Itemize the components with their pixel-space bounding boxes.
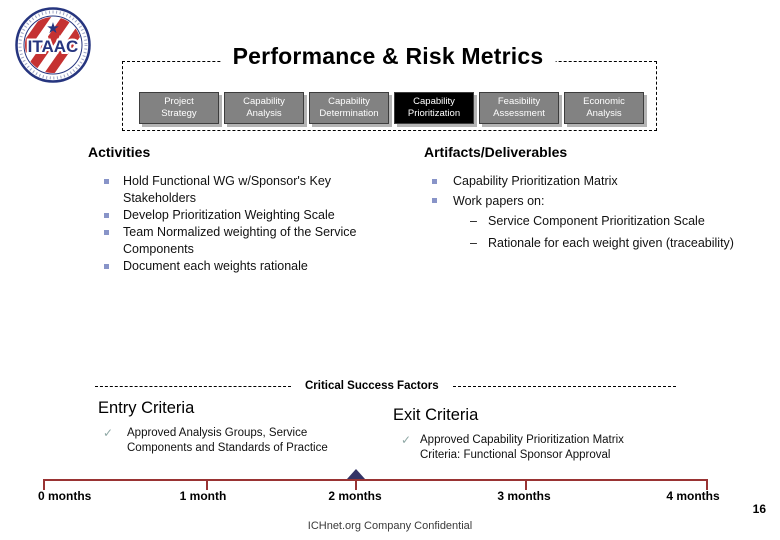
dash-bullet-icon: – xyxy=(470,235,477,250)
sub-list-item: –Rationale for each weight given (tracea… xyxy=(424,235,776,252)
exit-criteria-item: ✓ Approved Capability Prioritization Mat… xyxy=(393,433,665,463)
checkmark-icon: ✓ xyxy=(103,426,114,440)
logo-text: ITAAC xyxy=(28,37,79,56)
activities-list: Hold Functional WG w/Sponsor's Key Stake… xyxy=(88,173,393,275)
tab-label-line2: Analysis xyxy=(246,108,282,119)
page-number: 16 xyxy=(752,502,766,516)
entry-criteria-item: ✓ Approved Analysis Groups, Service Comp… xyxy=(98,426,332,456)
exit-criteria-heading: Exit Criteria xyxy=(393,406,479,424)
process-tab-feasibility-assessment: Feasibility Assessment xyxy=(479,92,559,124)
critical-success-factors-divider: Critical Success Factors xyxy=(95,380,676,392)
timeline-label: 0 months xyxy=(38,489,92,503)
critical-success-factors-label: Critical Success Factors xyxy=(305,380,439,392)
artifacts-heading: Artifacts/Deliverables xyxy=(424,144,568,160)
square-bullet-icon xyxy=(432,198,437,203)
artifacts-list: Capability Prioritization Matrix Work pa… xyxy=(424,173,776,209)
square-bullet-icon xyxy=(104,229,109,235)
activities-heading: Activities xyxy=(88,144,151,160)
artifacts-section: Artifacts/Deliverables Capability Priori… xyxy=(424,144,776,256)
square-bullet-icon xyxy=(104,263,109,269)
process-tab-capability-determination: Capability Determination xyxy=(309,92,389,124)
exit-criteria-text: Approved Capability Prioritization Matri… xyxy=(420,434,624,461)
timeline-label: 2 months xyxy=(328,489,382,503)
tab-label-line2: Strategy xyxy=(161,108,197,119)
flag-stripes xyxy=(25,17,81,73)
tab-label-line1: Economic xyxy=(583,95,625,107)
tab-label-line2: Prioritization xyxy=(407,108,461,119)
timeline-label: 1 month xyxy=(179,489,227,503)
list-item-text: Work papers on: xyxy=(453,193,545,208)
divider-dash-right xyxy=(452,385,676,387)
timeline-marker-triangle-icon xyxy=(347,469,365,479)
checkmark-icon: ✓ xyxy=(401,433,412,447)
activities-section: Activities Hold Functional WG w/Sponsor'… xyxy=(88,144,393,275)
list-item: Hold Functional WG w/Sponsor's Key Stake… xyxy=(88,173,393,207)
list-item-text: Hold Functional WG w/Sponsor's Key Stake… xyxy=(123,174,332,205)
tab-label-line2: Assessment xyxy=(493,108,545,119)
exit-criteria-section: Exit Criteria ✓ Approved Capability Prio… xyxy=(393,406,665,463)
star-icon: ★ xyxy=(46,20,59,37)
list-item: Work papers on: xyxy=(424,193,776,210)
process-tab-project-strategy: Project Strategy xyxy=(139,92,219,124)
slide-title: Performance & Risk Metrics xyxy=(220,43,556,70)
list-item: Develop Prioritization Weighting Scale xyxy=(88,207,393,224)
list-item-text: Team Normalized weighting of the Service… xyxy=(123,225,357,256)
timeline-tick xyxy=(525,479,527,490)
tab-label-line1: Capability xyxy=(328,95,370,107)
tab-label-line1: Feasibility xyxy=(497,95,541,107)
process-tab-capability-analysis: Capability Analysis xyxy=(224,92,304,124)
timeline-tick xyxy=(206,479,208,490)
timeline: 0 months 1 month 2 months 3 months 4 mon… xyxy=(38,469,720,503)
square-bullet-icon xyxy=(104,212,109,218)
tab-label-line1: Capability xyxy=(243,95,285,107)
tab-label-line1: Project xyxy=(164,95,194,107)
timeline-tick xyxy=(355,479,357,490)
entry-criteria-heading: Entry Criteria xyxy=(98,399,195,417)
list-item-text: Document each weights rationale xyxy=(123,259,308,273)
dash-bullet-icon: – xyxy=(470,214,477,228)
list-item-text: Capability Prioritization Matrix xyxy=(453,174,618,188)
tab-label-line2: Analysis xyxy=(586,108,622,119)
sub-list-item-text: Rationale for each weight given (traceab… xyxy=(488,235,734,250)
list-item-text: Develop Prioritization Weighting Scale xyxy=(123,208,335,222)
list-item: Document each weights rationale xyxy=(88,258,393,275)
sub-list-item-text: Service Component Prioritization Scale xyxy=(488,214,705,228)
tab-label-line1: Capability xyxy=(413,95,455,107)
itaac-seal-graphic: ★ ITAAC xyxy=(15,7,91,83)
timeline-label: 4 months xyxy=(666,489,720,503)
entry-criteria-section: Entry Criteria ✓ Approved Analysis Group… xyxy=(98,399,332,456)
tab-label-line2: Determination xyxy=(319,108,379,119)
process-tabs: Project Strategy Capability Analysis Cap… xyxy=(139,92,644,124)
entry-criteria-text: Approved Analysis Groups, Service Compon… xyxy=(127,427,328,454)
sub-list-item: –Service Component Prioritization Scale xyxy=(424,213,776,230)
square-bullet-icon xyxy=(432,178,437,184)
square-bullet-icon xyxy=(104,178,109,184)
timeline-tick xyxy=(706,479,708,490)
timeline-tick xyxy=(43,479,45,490)
footer-confidentiality: ICHnet.org Company Confidential xyxy=(307,520,473,532)
list-item: Team Normalized weighting of the Service… xyxy=(88,224,393,258)
process-tab-economic-analysis: Economic Analysis xyxy=(564,92,644,124)
timeline-label: 3 months xyxy=(497,489,551,503)
list-item: Capability Prioritization Matrix xyxy=(424,173,776,190)
process-tab-capability-prioritization: Capability Prioritization xyxy=(394,92,474,124)
divider-dash-left xyxy=(95,385,291,387)
artifacts-sublist: –Service Component Prioritization Scale … xyxy=(424,213,776,251)
itaac-logo-seal: ★ ITAAC xyxy=(14,6,92,84)
